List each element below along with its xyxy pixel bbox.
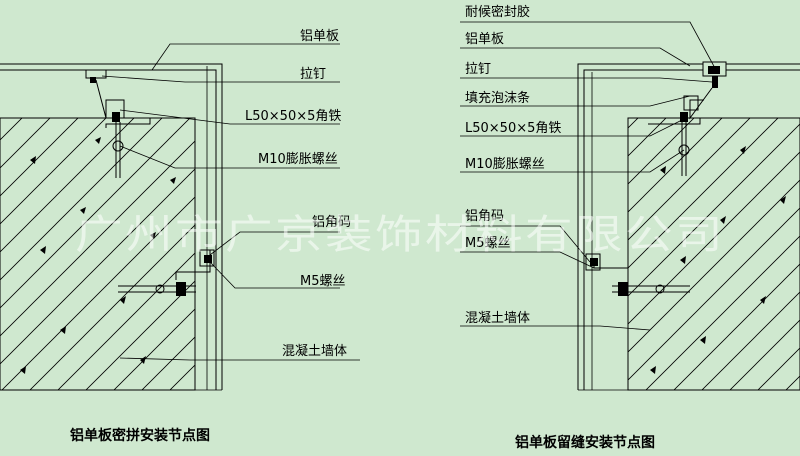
left-aluminum-panel (0, 63, 223, 390)
left-label-angle-iron: L50×50×5角铁 (245, 109, 341, 124)
left-label-wall: 混凝土墙体 (282, 343, 347, 359)
right-corner-code (585, 253, 690, 296)
company-watermark: 广州市广京装饰材料有限公司 (75, 212, 725, 258)
right-label-rivet: 拉钉 (465, 62, 491, 77)
left-label-screw: M5螺丝 (300, 274, 346, 289)
left-corner-code (118, 249, 215, 296)
right-label-wall: 混凝土墙体 (465, 310, 530, 326)
left-caption: 铝单板密拼安装节点图 (70, 427, 210, 444)
right-rivet-bracket (683, 87, 713, 120)
left-aggregate-marks (20, 137, 176, 374)
right-label-corner-code: 铝角码 (465, 209, 504, 224)
right-label-screw: M5螺丝 (465, 236, 511, 251)
right-aggregate-marks (650, 146, 786, 374)
right-sealant-joint (702, 61, 727, 88)
right-detail: 耐候密封胶 铝单板 拉钉 填充泡沫条 L50×50×5角铁 M10膨胀螺丝 铝角… (460, 4, 800, 451)
right-label-bolt: M10膨胀螺丝 (465, 157, 545, 172)
right-aluminum-panel (577, 63, 800, 390)
left-detail: 铝单板 拉钉 L50×50×5角铁 M10膨胀螺丝 铝角码 M5螺丝 混凝土墙体… (0, 29, 360, 444)
left-label-bolt: M10膨胀螺丝 (258, 152, 338, 167)
left-label-panel: 铝单板 (300, 29, 339, 44)
left-label-corner-code: 铝角码 (312, 215, 351, 230)
right-label-panel: 铝单板 (465, 32, 504, 47)
left-angle-iron (100, 112, 151, 178)
right-label-angle-iron: L50×50×5角铁 (465, 121, 561, 136)
right-caption: 铝单板留缝安装节点图 (515, 434, 655, 451)
left-label-rivet: 拉钉 (300, 67, 326, 82)
right-label-sealant: 耐候密封胶 (465, 4, 530, 20)
right-label-foam: 填充泡沫条 (465, 90, 530, 106)
right-concrete-wall (627, 117, 800, 391)
